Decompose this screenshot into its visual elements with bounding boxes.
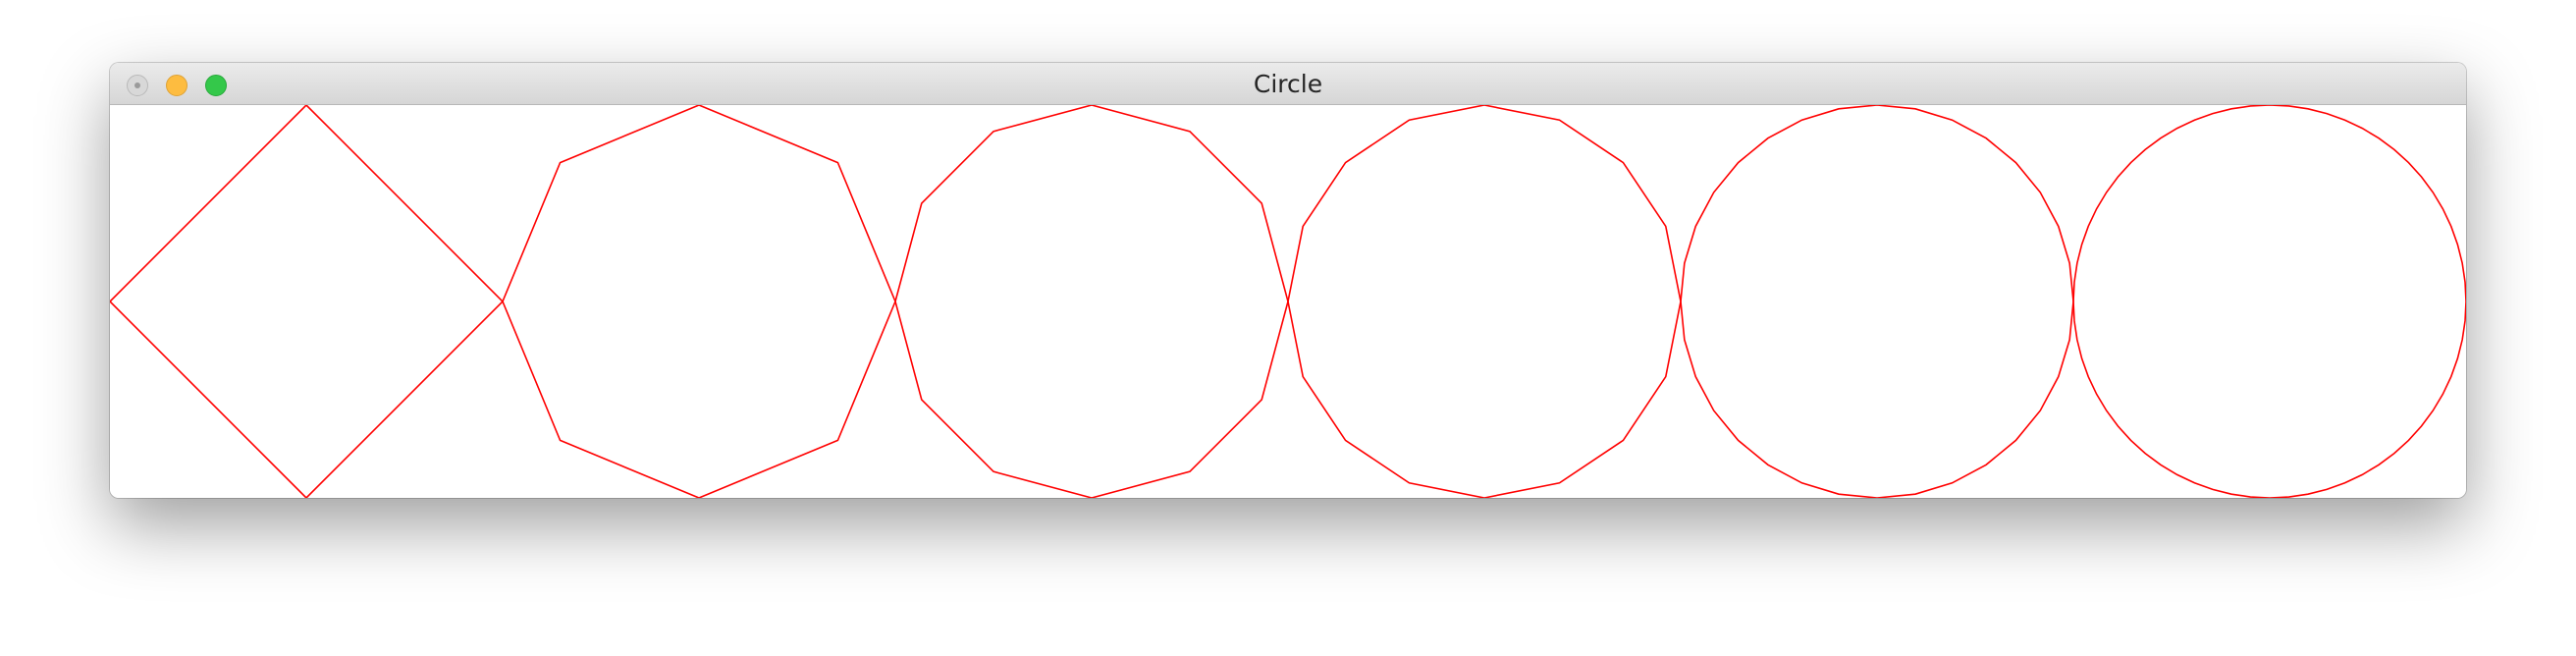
close-button[interactable] — [127, 75, 148, 96]
polygon-4-sides — [110, 105, 505, 498]
polygon-canvas — [110, 105, 2466, 498]
window-title: Circle — [1253, 70, 1323, 98]
polygon-16-sides — [1287, 105, 1682, 498]
app-window: Circle — [110, 63, 2466, 498]
drawing-area — [110, 105, 2466, 498]
polygon-32-sides — [1680, 105, 2074, 498]
title-bar[interactable]: Circle — [110, 63, 2466, 105]
polygon-64-sides — [2072, 105, 2466, 498]
zoom-button[interactable] — [205, 75, 227, 96]
polygon-8-sides — [502, 105, 896, 498]
polygon-12-sides — [894, 105, 1289, 498]
minimize-button[interactable] — [166, 75, 188, 96]
